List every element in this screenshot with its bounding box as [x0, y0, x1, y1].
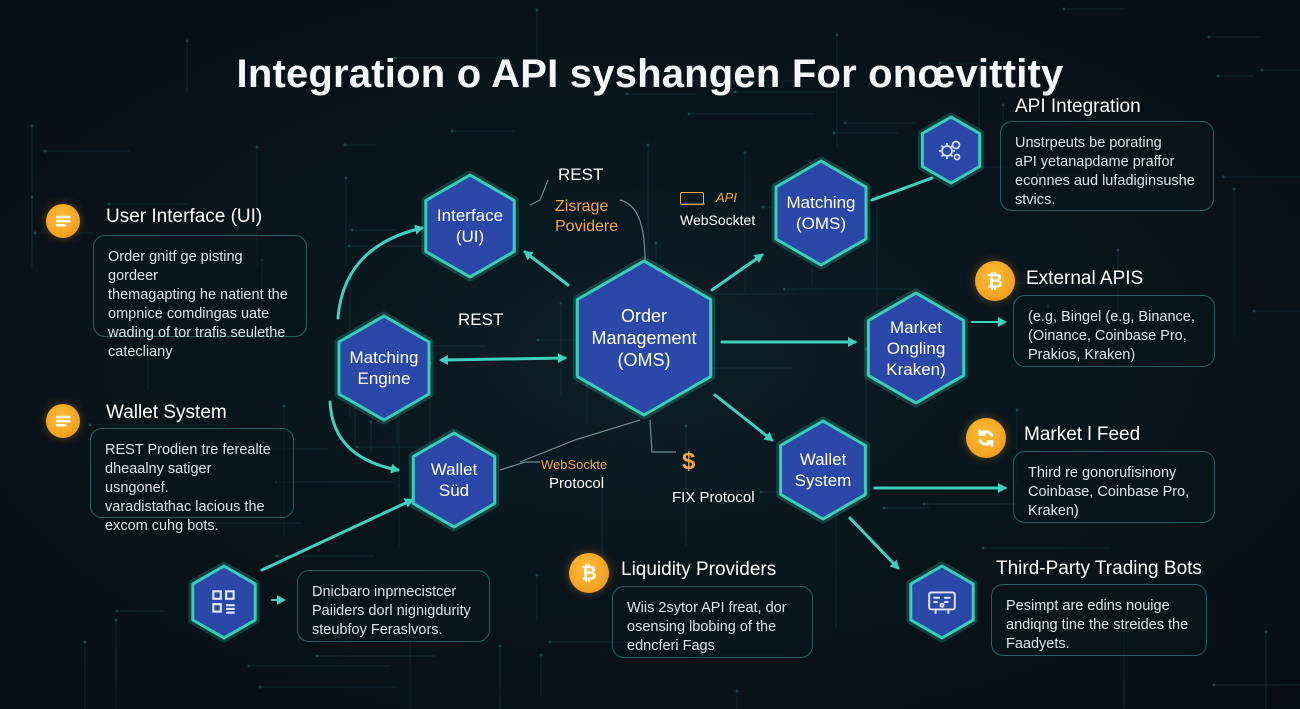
bitcoin-icon: ₿: [975, 261, 1015, 301]
hex-market-ongling[interactable]: Market Ongling Kraken): [862, 288, 970, 408]
hex-label: Market Ongling Kraken): [886, 317, 946, 379]
hex-label: Wallet Süd: [430, 460, 478, 500]
label-zisrage: Zisrage Povidere: [555, 198, 619, 235]
line-matching-top-to-api: [870, 176, 934, 202]
thin-zisrage-line: [619, 199, 646, 263]
hex-label: Wallet System: [794, 450, 852, 490]
heading-user-interface: User Interface (UI): [106, 206, 263, 227]
card-text: Third re gonorufisinony Coinbase, Coinba…: [1028, 465, 1190, 519]
heading-liquidity-providers: Liquidity Providers: [621, 559, 777, 580]
arrow-matching-to-oms: [439, 353, 567, 365]
hex-label: Matching (OMS): [786, 193, 856, 233]
label-protocol: Protocol: [549, 475, 605, 492]
thin-oms-bottom-line: [519, 419, 641, 463]
svg-text:₿: ₿: [987, 272, 1003, 293]
card-text: REST Prodien tre ferealte dheaalny satig…: [105, 442, 271, 534]
hex-label: Matching Engine: [349, 348, 419, 388]
hex-label: Interface (UI): [436, 206, 504, 246]
heading-third-party-bots: Third-Party Trading Bots: [996, 558, 1202, 579]
card-user-interface: Order gnitf ge pisting gordeer themagapt…: [93, 235, 307, 360]
bitcoin-icon: ₿: [569, 553, 609, 593]
card-market-feed: Third re gonorufisinony Coinbase, Coinba…: [1013, 451, 1215, 523]
api-tag-icon: [680, 192, 704, 205]
arrow-oms-to-matching-top: [710, 253, 764, 292]
thin-rest-bracket: [529, 179, 549, 206]
arrow-oms-to-interface: [523, 250, 570, 287]
card-text: (e.g, Bingel (e.g, Binance, (Oinance, Co…: [1028, 309, 1195, 363]
diagram-title: Integration o API syshangen For onœvitti…: [236, 52, 1064, 96]
card-text: Pesimpt are edins nouige andiqng tine th…: [1006, 598, 1189, 652]
arrow-wallet-system-to-bots: [848, 516, 900, 570]
dollar-icon: $: [682, 448, 696, 475]
hex-grid-icon[interactable]: [188, 561, 260, 643]
card-text: Order gnitf ge pisting gordeer themagapt…: [108, 249, 288, 360]
card-third-party-bots: Pesimpt are edins nouige andiqng tine th…: [991, 584, 1207, 656]
card-text: Wiis 2sytor API freat, dor osensing lbob…: [627, 600, 787, 654]
label-api-tag: API: [716, 190, 737, 205]
list-icon: [46, 404, 80, 438]
card-liquidity-providers: Wiis 2sytor API freat, dor osensing lbob…: [612, 586, 813, 658]
heading-market-feed: Market l Feed: [1024, 424, 1141, 445]
list-icon: [46, 204, 80, 238]
hex-matching-oms[interactable]: Matching (OMS): [770, 156, 872, 270]
label-websockte: WebSockte: [541, 457, 608, 472]
card-api-integration: Unstrpeuts be porating aPI yetanapdame p…: [1000, 121, 1214, 211]
arrow-oms-to-wallet-system: [713, 393, 774, 442]
card-wallet-system: REST Prodien tre ferealte dheaalny satig…: [90, 428, 294, 534]
heading-external-apis: External APIS: [1026, 268, 1144, 289]
hex-bot-icon[interactable]: [906, 561, 978, 643]
thin-oms-fix-line: [649, 419, 676, 453]
hex-interface-ui[interactable]: Interface (UI): [420, 170, 520, 282]
refresh-icon: [966, 418, 1006, 458]
arrow-left-to-wallet: [328, 400, 400, 474]
svg-text:₿: ₿: [581, 564, 597, 585]
card-bottom-left: Dnicbaro inprnecistcer Paiiders dorl nig…: [297, 570, 490, 642]
card-text: Unstrpeuts be porating aPI yetanapdame p…: [1015, 135, 1195, 208]
hex-wallet-sud[interactable]: Wallet Süd: [408, 428, 500, 532]
hex-api-icon[interactable]: [917, 112, 985, 188]
arrow-bottom-icon-to-wallet: [260, 498, 414, 572]
label-fix-protocol: FIX Protocol: [672, 489, 755, 506]
hex-matching-engine[interactable]: Matching Engine: [333, 311, 435, 425]
thin-wallet-protocol-line: [499, 461, 540, 471]
heading-api-integration: API Integration: [1015, 96, 1141, 117]
heading-wallet-system: Wallet System: [106, 402, 227, 423]
label-websocktet: WebSocktet: [680, 212, 756, 228]
card-text: Dnicbaro inprnecistcer Paiiders dorl nig…: [312, 584, 471, 638]
bot-panel-icon: [928, 591, 956, 614]
label-rest-mid: REST: [458, 310, 504, 329]
hex-order-management[interactable]: Order Management (OMS): [570, 256, 718, 420]
hex-label: Order Management (OMS): [591, 306, 697, 370]
card-external-apis: (e.g, Bingel (e.g, Binance, (Oinance, Co…: [1013, 295, 1215, 367]
grid-icon: [212, 590, 235, 614]
hex-wallet-system[interactable]: Wallet System: [775, 416, 871, 524]
arrow-left-to-interface: [336, 224, 424, 320]
gears-icon: [939, 140, 961, 161]
label-rest-top: REST: [558, 165, 604, 184]
